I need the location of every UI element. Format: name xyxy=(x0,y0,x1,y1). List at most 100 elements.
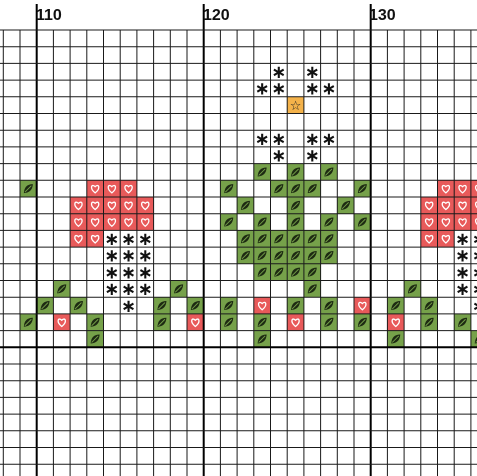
leaf-green-stitch xyxy=(387,331,404,348)
leaf-green-stitch xyxy=(454,314,471,331)
leaf-green-stitch xyxy=(254,331,271,348)
heart-red-stitch xyxy=(454,180,471,197)
leaf-green-stitch xyxy=(271,264,288,281)
leaf-green-stitch xyxy=(337,197,354,214)
heart-red-stitch xyxy=(471,197,477,214)
heart-red-stitch xyxy=(471,180,477,197)
leaf-green-stitch xyxy=(304,180,321,197)
leaf-green-stitch xyxy=(304,281,321,298)
heart-red-stitch xyxy=(254,297,271,314)
heart-red-stitch xyxy=(421,197,438,214)
leaf-green-stitch xyxy=(271,230,288,247)
leaf-green-stitch xyxy=(354,180,371,197)
leaf-green-stitch xyxy=(154,314,171,331)
leaf-green-stitch xyxy=(321,247,338,264)
leaf-green-stitch xyxy=(304,247,321,264)
heart-red-stitch xyxy=(421,214,438,231)
heart-red-stitch xyxy=(70,214,87,231)
heart-red-stitch xyxy=(387,314,404,331)
leaf-green-stitch xyxy=(254,264,271,281)
leaf-green-stitch xyxy=(237,247,254,264)
heart-red-stitch xyxy=(87,180,104,197)
heart-red-stitch xyxy=(421,230,438,247)
leaf-green-stitch xyxy=(37,297,54,314)
star-orange-stitch: ☆ xyxy=(287,97,304,114)
leaf-green-stitch xyxy=(287,247,304,264)
heart-red-stitch xyxy=(87,230,104,247)
leaf-green-stitch xyxy=(321,314,338,331)
leaf-green-stitch xyxy=(237,197,254,214)
leaf-green-stitch xyxy=(287,230,304,247)
leaf-green-stitch xyxy=(220,214,237,231)
leaf-green-stitch xyxy=(287,214,304,231)
heart-red-stitch xyxy=(70,230,87,247)
leaf-green-stitch xyxy=(321,164,338,181)
leaf-green-stitch xyxy=(254,164,271,181)
leaf-green-stitch xyxy=(70,297,87,314)
heart-red-stitch xyxy=(120,214,137,231)
leaf-green-stitch xyxy=(354,314,371,331)
leaf-green-stitch xyxy=(254,314,271,331)
leaf-green-stitch xyxy=(53,281,70,298)
leaf-green-stitch xyxy=(304,264,321,281)
heart-red-stitch xyxy=(354,297,371,314)
leaf-green-stitch xyxy=(404,281,421,298)
leaf-green-stitch xyxy=(220,180,237,197)
heart-red-stitch xyxy=(438,214,455,231)
leaf-green-stitch xyxy=(287,264,304,281)
heart-red-stitch xyxy=(287,314,304,331)
leaf-green-stitch xyxy=(254,247,271,264)
leaf-green-stitch xyxy=(271,247,288,264)
leaf-green-stitch xyxy=(220,297,237,314)
leaf-green-stitch xyxy=(170,281,187,298)
heart-red-stitch xyxy=(454,197,471,214)
leaf-green-stitch xyxy=(387,297,404,314)
heart-red-stitch xyxy=(438,197,455,214)
leaf-green-stitch xyxy=(254,230,271,247)
leaf-green-stitch xyxy=(187,297,204,314)
column-number-110: 110 xyxy=(36,7,62,25)
heart-red-stitch xyxy=(471,214,477,231)
leaf-green-stitch xyxy=(271,180,288,197)
heart-red-stitch xyxy=(70,197,87,214)
heart-red-stitch xyxy=(53,314,70,331)
heart-red-stitch xyxy=(104,214,121,231)
heart-red-stitch xyxy=(137,214,154,231)
leaf-green-stitch xyxy=(87,314,104,331)
leaf-green-stitch xyxy=(87,331,104,348)
leaf-green-stitch xyxy=(321,297,338,314)
leaf-green-stitch xyxy=(421,314,438,331)
leaf-green-stitch xyxy=(20,180,37,197)
heart-red-stitch xyxy=(454,214,471,231)
heart-red-stitch xyxy=(104,180,121,197)
leaf-green-stitch xyxy=(287,180,304,197)
heart-red-stitch xyxy=(438,230,455,247)
heart-red-stitch xyxy=(104,197,121,214)
leaf-green-stitch xyxy=(321,214,338,231)
leaf-green-stitch xyxy=(287,197,304,214)
column-number-120: 120 xyxy=(203,7,230,25)
leaf-green-stitch xyxy=(20,314,37,331)
leaf-green-stitch xyxy=(304,230,321,247)
svg-text:☆: ☆ xyxy=(290,99,302,114)
leaf-green-stitch xyxy=(254,214,271,231)
heart-red-stitch xyxy=(87,214,104,231)
leaf-green-stitch xyxy=(321,230,338,247)
leaf-green-stitch xyxy=(354,214,371,231)
column-number-130: 130 xyxy=(369,7,396,25)
leaf-green-stitch xyxy=(287,297,304,314)
heart-red-stitch xyxy=(187,314,204,331)
leaf-green-stitch xyxy=(471,331,477,348)
leaf-green-stitch xyxy=(421,297,438,314)
leaf-green-stitch xyxy=(220,314,237,331)
leaf-green-stitch xyxy=(287,164,304,181)
leaf-green-stitch xyxy=(154,297,171,314)
leaf-green-stitch xyxy=(237,230,254,247)
heart-red-stitch xyxy=(137,197,154,214)
heart-red-stitch xyxy=(120,180,137,197)
heart-red-stitch xyxy=(438,180,455,197)
heart-red-stitch xyxy=(120,197,137,214)
heart-red-stitch xyxy=(87,197,104,214)
